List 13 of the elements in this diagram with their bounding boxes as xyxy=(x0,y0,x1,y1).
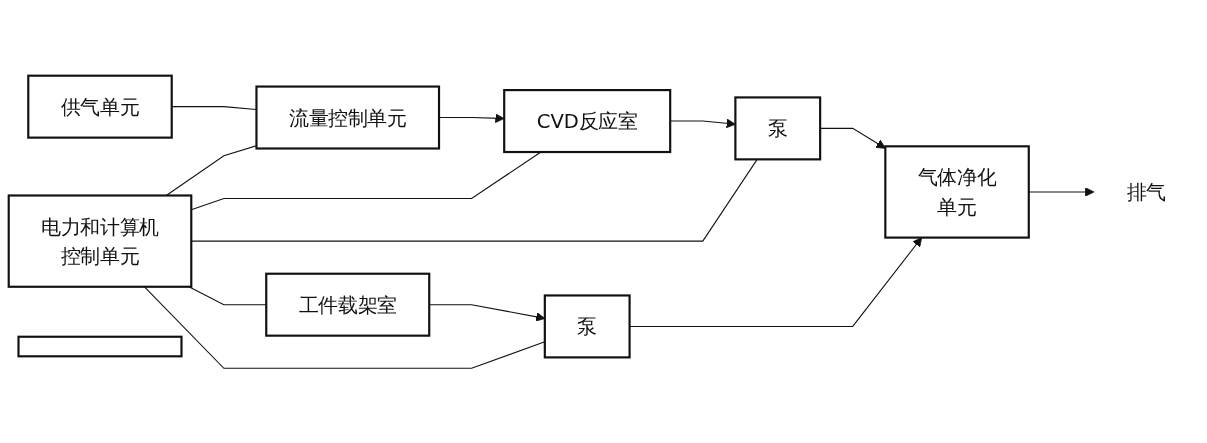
node-box: 流量控制单元 xyxy=(255,85,441,150)
node-box: 气体净化 单元 xyxy=(884,144,1030,239)
node-box: 电力和计算机 控制单元 xyxy=(7,193,193,288)
node-text: 排气 xyxy=(1126,180,1166,203)
arrow xyxy=(1028,186,1095,197)
node-box: 供气单元 xyxy=(27,74,173,139)
node-box: CVD反应室 xyxy=(503,88,672,153)
connector xyxy=(171,105,257,110)
node-box: 泵 xyxy=(734,95,822,160)
node-bar xyxy=(17,335,183,357)
node-box: 工件载架室 xyxy=(265,272,431,337)
node-box: 泵 xyxy=(543,293,631,358)
connector xyxy=(188,285,267,305)
